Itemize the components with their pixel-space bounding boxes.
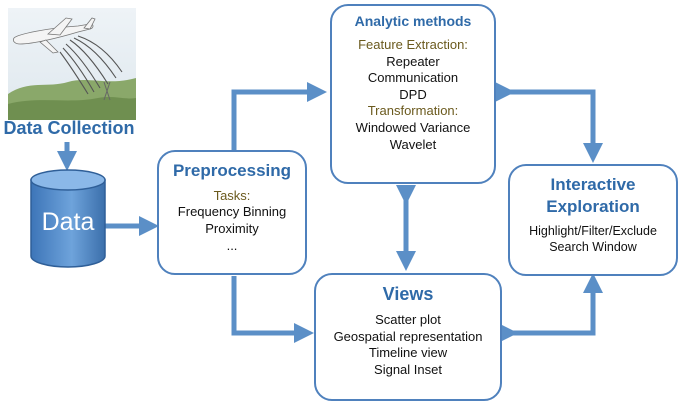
views-box: Views Scatter plot Geospatial representa… [314,273,502,401]
interactive-item: Highlight/Filter/Exclude [529,223,657,238]
transformation-label: Transformation: [367,103,459,119]
feature-item: DPD [399,86,427,102]
data-store-label: Data [41,208,95,236]
preprocessing-task-item: Frequency Binning [177,204,287,220]
views-item: Scatter plot [375,312,441,328]
feature-extraction-label: Feature Extraction: [358,36,468,52]
views-item: Signal Inset [374,361,442,377]
analytic-methods-title: Analytic methods [354,13,472,29]
transformation-item: Wavelet [389,136,437,152]
preprocessing-title: Preprocessing [172,161,292,180]
views-title: Views [382,284,434,304]
interactive-exploration-box: Interactive Exploration Highlight/Filter… [508,164,678,276]
data-collection-label: Data Collection [3,118,135,138]
views-item: Timeline view [368,345,448,361]
interactive-exploration-title-line1: Interactive [550,175,636,194]
arrow-preprocessing-to-views [231,276,314,343]
transformation-item: Windowed Variance [355,120,471,136]
interactive-exploration-title-line2: Exploration [546,196,640,216]
arrow-views-interactive-bidirectional [497,273,603,343]
interactive-item: Search Window [549,239,637,254]
feature-item: Repeater [386,53,440,69]
airplane-signal-icon [8,8,136,120]
preprocessing-task-item: Proximity [205,221,259,236]
analytic-methods-box: Analytic methods Feature Extraction: Rep… [330,4,496,184]
arrow-analytic-interactive-bidirectional [494,82,603,163]
database-cylinder-icon [30,169,106,268]
preprocessing-tasks-label: Tasks: [213,187,251,203]
feature-item: Communication [367,70,459,86]
preprocessing-box: Preprocessing Tasks: Frequency Binning P… [157,150,307,275]
views-item: Geospatial representation [333,328,483,344]
arrow-preprocessing-to-analytic [231,82,327,150]
preprocessing-task-item: ... [226,237,238,253]
